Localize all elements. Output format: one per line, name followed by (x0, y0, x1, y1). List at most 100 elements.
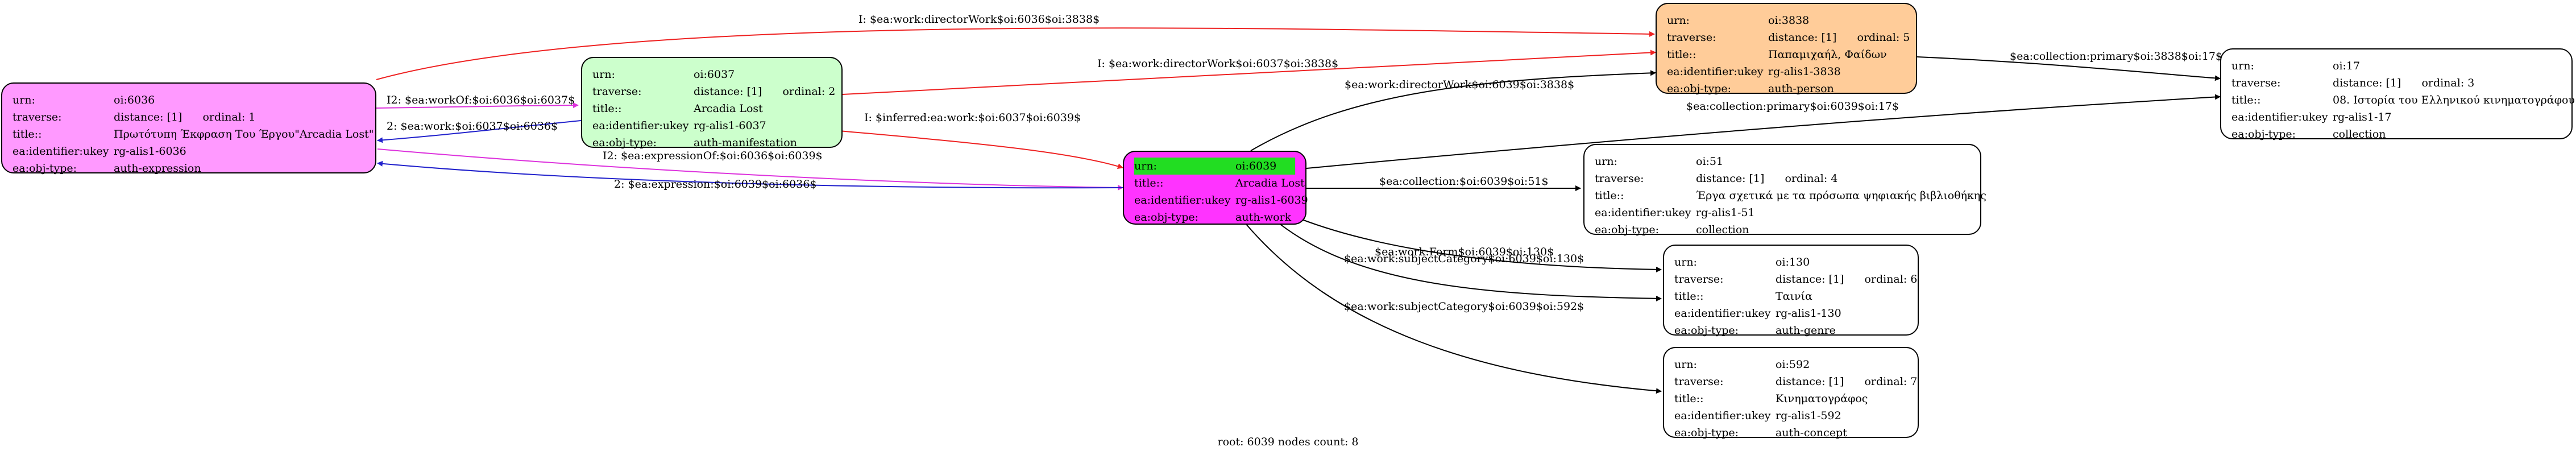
edge-e5 (812, 128, 1123, 169)
node-ordinal: ordinal: 5 (1857, 31, 1910, 44)
field-label-objtype: ea:obj-type: (1674, 427, 1739, 439)
node-title: Ταινία (1776, 290, 1812, 303)
field-label-objtype: ea:obj-type: (1595, 224, 1660, 236)
node-title: Παπαμιχαήλ, Φαίδων (1768, 48, 1887, 61)
root-urn-highlight: urn: oi:6039 (1134, 158, 1295, 175)
node-title: Arcadia Lost (1235, 177, 1305, 189)
field-label-ukey: ea:identifier:ukey (2231, 111, 2328, 123)
field-label-ukey: ea:identifier:ukey (1595, 206, 1691, 219)
edge-e3 (377, 120, 582, 143)
node-oi-592[interactable]: urn:oi:592 traverse:distance: [1]ordinal… (1663, 347, 1919, 439)
node-ukey: rg-alis1-6036 (114, 145, 186, 158)
edge-label-e9: $ea:collection:primary$oi:3838$oi:17$ (2010, 50, 2222, 63)
node-ukey: rg-alis1-17 (2333, 111, 2392, 123)
node-urn: oi:6037 (694, 68, 735, 81)
edge-label-e7: 2: $ea:expression:$oi:6039$oi:6036$ (614, 178, 817, 191)
field-label-urn: urn: (1134, 160, 1157, 172)
node-urn: oi:130 (1776, 256, 1810, 268)
edge-e10 (1306, 94, 2221, 169)
edge-label-e11: $ea:collection:$oi:6039$oi:51$ (1379, 175, 1549, 188)
node-ukey: rg-alis1-51 (1696, 206, 1755, 219)
node-distance: distance: [1] (2333, 77, 2401, 89)
node-objtype: collection (2333, 128, 2386, 140)
node-oi-6037[interactable]: urn:oi:6037 traverse:distance: [1]ordina… (581, 57, 843, 149)
node-ordinal: ordinal: 1 (202, 111, 256, 123)
node-oi-130[interactable]: urn:oi:130 traverse:distance: [1]ordinal… (1663, 245, 1919, 337)
node-objtype: auth-genre (1776, 324, 1836, 337)
node-title: Πρωτότυπη Έκφραση Του Έργου"Arcadia Lost… (114, 128, 374, 140)
node-distance: distance: [1] (1696, 172, 1765, 185)
field-label-ukey: ea:identifier:ukey (1674, 410, 1771, 422)
edge-e13 (1273, 218, 1662, 301)
field-label-traverse: traverse: (2231, 77, 2281, 89)
field-label-objtype: ea:obj-type: (2231, 128, 2296, 140)
node-distance: distance: [1] (114, 111, 182, 123)
field-label-ukey: ea:identifier:ukey (1134, 194, 1231, 206)
node-objtype: auth-work (1235, 211, 1292, 224)
edge-label-e1: I: $ea:work:directorWork$oi:6036$oi:3838… (858, 13, 1100, 26)
edge-e7 (377, 160, 1123, 189)
node-ordinal: ordinal: 6 (1864, 273, 1918, 286)
node-objtype: auth-expression (114, 162, 201, 175)
field-label-title: title:: (1134, 177, 1164, 189)
node-urn: oi:3838 (1768, 14, 1810, 27)
edge-label-e4: I: $ea:work:directorWork$oi:6037$oi:3838… (1097, 57, 1338, 70)
field-label-traverse: traverse: (1674, 375, 1724, 388)
field-label-title: title:: (1674, 392, 1704, 405)
node-objtype: auth-manifestation (694, 136, 797, 149)
edge-e14 (1245, 222, 1662, 394)
field-label-urn: urn: (2231, 60, 2254, 72)
field-label-objtype: ea:obj-type: (592, 136, 657, 149)
field-label-ukey: ea:identifier:ukey (1674, 307, 1771, 320)
field-label-traverse: traverse: (1595, 172, 1644, 185)
node-distance: distance: [1] (1776, 375, 1844, 388)
field-label-ukey: ea:identifier:ukey (1667, 65, 1764, 78)
edge-label-e12: $ea:work:Form$oi:6039$oi:130$ (1375, 246, 1554, 258)
field-label-title: title:: (13, 128, 42, 140)
edge-label-e2: I2: $ea:workOf:$oi:6036$oi:6037$ (387, 94, 575, 106)
edge-label-e3: 2: $ea:work:$oi:6037$oi:6036$ (387, 120, 558, 133)
field-label-urn: urn: (592, 68, 615, 81)
edge-label-e14: $ea:work:subjectCategory$oi:6039$oi:592$ (1344, 300, 1584, 313)
node-objtype: auth-person (1768, 82, 1834, 95)
edge-label-e13: $ea:work:subjectCategory$oi:6039$oi:130$ (1344, 253, 1584, 265)
edge-label-e10: $ea:collection:primary$oi:6039$oi:17$ (1686, 100, 1899, 113)
field-label-objtype: ea:obj-type: (1674, 324, 1739, 337)
edge-label-e8: $ea:work:directorWork$oi:6039$oi:3838$ (1345, 78, 1574, 91)
field-label-ukey: ea:identifier:ukey (13, 145, 109, 158)
node-distance: distance: [1] (1768, 31, 1837, 44)
field-label-urn: urn: (1595, 155, 1617, 168)
field-label-traverse: traverse: (13, 111, 62, 123)
node-title: 08. Ιστορία του Ελληνικού κινηματογράφου (2333, 94, 2575, 106)
node-ukey: rg-alis1-592 (1776, 410, 1841, 422)
edge-e12 (1290, 214, 1662, 272)
node-ukey: rg-alis1-130 (1776, 307, 1841, 320)
edge-e2 (376, 102, 579, 109)
node-urn: oi:51 (1696, 155, 1724, 168)
field-label-ukey: ea:identifier:ukey (592, 119, 689, 132)
node-oi-6036[interactable]: urn:oi:6036 traverse:distance: [1]ordina… (1, 82, 376, 175)
edge-label-e5: I: $inferred:ea:work:$oi:6037$oi:6039$ (864, 111, 1081, 124)
node-title: Arcadia Lost (694, 102, 763, 115)
node-urn: oi:6039 (1235, 160, 1277, 172)
field-label-objtype: ea:obj-type: (1667, 82, 1732, 95)
node-ordinal: ordinal: 2 (782, 85, 836, 98)
edge-e9 (1917, 56, 2221, 81)
field-label-traverse: traverse: (1667, 31, 1716, 44)
node-distance: distance: [1] (1776, 273, 1844, 286)
node-ukey: rg-alis1-3838 (1768, 65, 1841, 78)
node-oi-6039-root[interactable]: urn: oi:6039 title::Arcadia Lost ea:ident… (1123, 151, 1308, 225)
field-label-title: title:: (592, 102, 622, 115)
edge-e8 (1250, 70, 1656, 151)
edge-label-e6: I2: $ea:expressionOf:$oi:6036$oi:6039$ (603, 150, 823, 162)
graph-footer: root: 6039 nodes count: 8 (1217, 436, 1359, 448)
node-oi-17[interactable]: urn:oi:17 traverse:distance: [1]ordinal:… (2220, 48, 2575, 140)
field-label-title: title:: (1674, 290, 1704, 303)
node-ordinal: ordinal: 3 (2421, 77, 2475, 89)
edge-e1 (376, 27, 1655, 80)
node-oi-51[interactable]: urn:oi:51 traverse:distance: [1]ordinal:… (1583, 144, 1986, 236)
node-objtype: auth-concept (1776, 427, 1847, 439)
node-oi-3838[interactable]: urn:oi:3838 traverse:distance: [1]ordina… (1656, 3, 1917, 95)
node-urn: oi:592 (1776, 358, 1810, 371)
